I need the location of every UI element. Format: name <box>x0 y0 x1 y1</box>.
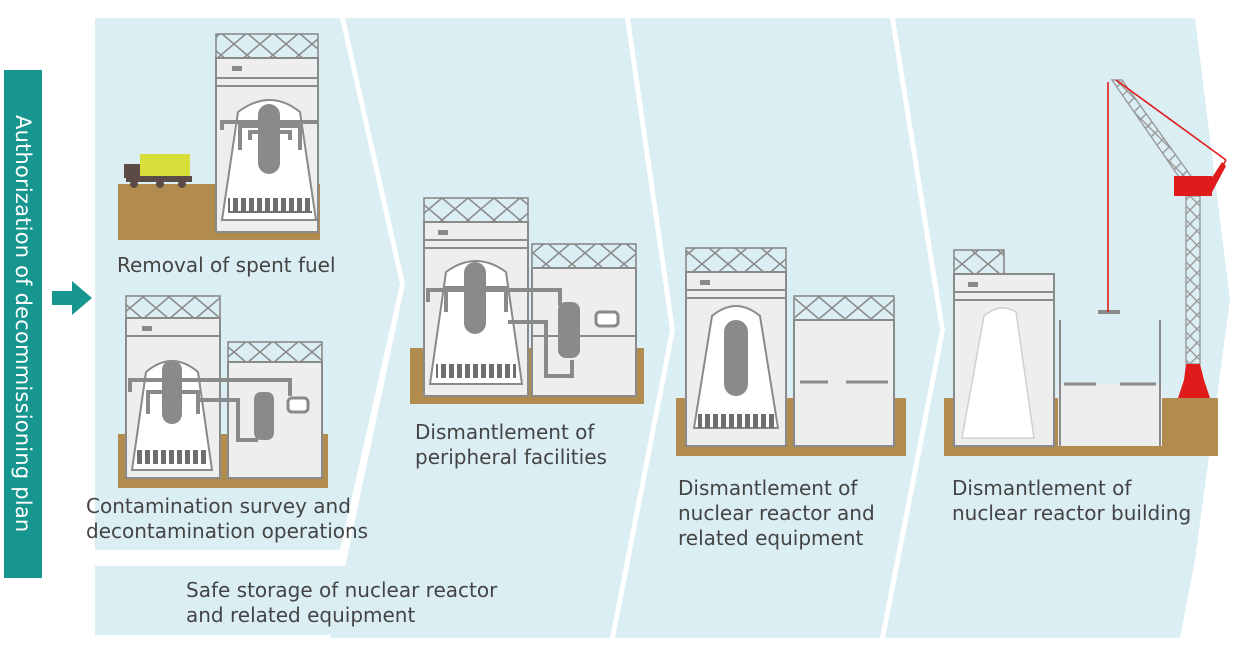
authorization-bar: Authorization of decommissioning plan <box>4 70 42 578</box>
building-reactor-building <box>944 79 1227 456</box>
building-peripheral <box>410 197 644 404</box>
truck-icon <box>124 154 192 188</box>
label-reactor-dismantlement: Dismantlement of nuclear reactor and rel… <box>678 476 875 550</box>
label-contamination-survey: Contamination survey and decontamination… <box>86 494 369 543</box>
building-contamination <box>118 295 328 488</box>
building-spent-fuel <box>118 33 320 240</box>
band-phase-4 <box>885 18 1230 638</box>
band-safe-storage <box>95 566 612 635</box>
label-building-dismantlement: Dismantlement of nuclear reactor buildin… <box>952 476 1192 525</box>
label-removal-spent-fuel: Removal of spent fuel <box>117 253 336 277</box>
authorization-arrow <box>52 281 92 315</box>
label-safe-storage: Safe storage of nuclear reactor and rela… <box>186 578 498 627</box>
authorization-label: Authorization of decommissioning plan <box>11 115 35 533</box>
label-peripheral-facilities: Dismantlement of peripheral facilities <box>415 420 607 469</box>
building-reactor <box>676 247 906 456</box>
crane-icon <box>1107 79 1227 398</box>
